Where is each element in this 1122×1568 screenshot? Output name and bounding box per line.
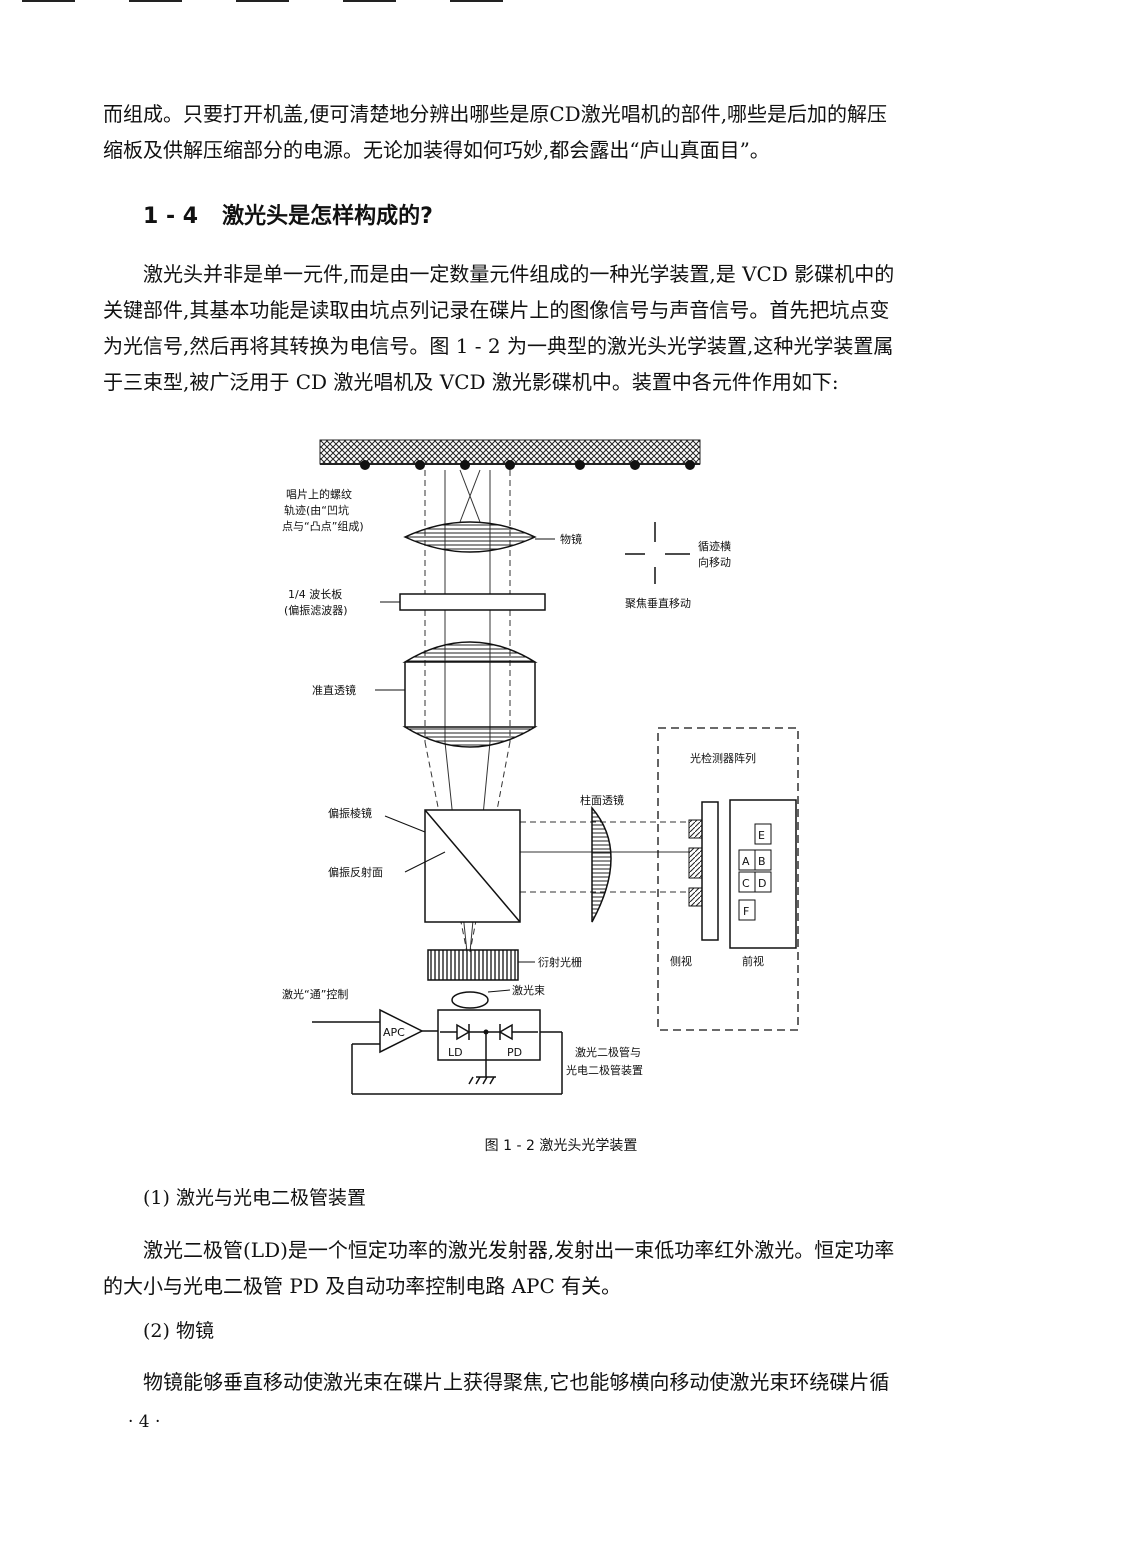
detector-array-box bbox=[657, 727, 799, 1031]
pd-label: PD bbox=[507, 1046, 522, 1059]
track-label-1: 唱片上的螺纹 bbox=[286, 487, 352, 501]
item2-body: 物镜能够垂直移动使激光束在碟片上获得聚焦,它也能够横向移动使激光束环绕碟片循 bbox=[103, 1364, 973, 1400]
diffraction-grating bbox=[427, 949, 519, 981]
pbs-face-label: 偏振反射面 bbox=[328, 865, 383, 879]
paragraph-line: 而组成。只要打开机盖,便可清楚地分辨出哪些是原CD激光唱机的部件,哪些是后加的解… bbox=[103, 102, 888, 126]
track-label-2: 轨迹(由“凹坑 bbox=[284, 503, 349, 517]
tracking-label-2: 向移动 bbox=[698, 555, 731, 569]
paragraph-top: 而组成。只要打开机盖,便可清楚地分辨出哪些是原CD激光唱机的部件,哪些是后加的解… bbox=[103, 96, 973, 168]
section-heading: 1 - 4 激光头是怎样构成的? bbox=[143, 198, 433, 230]
paragraph-line: 缩板及供解压缩部分的电源。无论加装得如何巧妙,都会露出“庐山真面目”。 bbox=[103, 138, 770, 162]
junction-dot bbox=[483, 1029, 489, 1035]
ld-label: LD bbox=[448, 1046, 463, 1059]
tracking-label-1: 循迹横 bbox=[698, 539, 731, 553]
paragraph-line: 的大小与光电二极管 PD 及自动功率控制电路 APC 有关。 bbox=[103, 1274, 622, 1298]
paragraph-line: 激光二极管(LD)是一个恒定功率的激光发射器,发射出一束低功率红外激光。恒定功率 bbox=[143, 1238, 895, 1262]
top-rule-4 bbox=[343, 0, 396, 2]
apc-circuit bbox=[312, 1008, 563, 1095]
top-rule-1 bbox=[22, 0, 75, 2]
diode-label-2: 光电二极管装置 bbox=[566, 1063, 643, 1077]
section-title: 激光头是怎样构成的? bbox=[222, 204, 433, 229]
top-rule-5 bbox=[450, 0, 503, 2]
cell-a: A bbox=[742, 855, 750, 868]
paragraph-line: 激光头并非是单一元件,而是由一定数量元件组成的一种光学装置,是 VCD 影碟机中… bbox=[143, 262, 895, 286]
collimator-label: 准直透镜 bbox=[312, 683, 356, 697]
top-rule-3 bbox=[236, 0, 289, 2]
apc-label: APC bbox=[383, 1026, 405, 1039]
top-rule-2 bbox=[129, 0, 182, 2]
side-view-label: 侧视 bbox=[670, 954, 692, 968]
cell-f: F bbox=[743, 905, 749, 918]
cell-e: E bbox=[758, 829, 765, 842]
laser-control-label: 激光“通”控制 bbox=[282, 987, 348, 1001]
disc-track bbox=[319, 439, 701, 470]
detector-array-label: 光检测器阵列 bbox=[690, 751, 756, 765]
quarter-wave-label-1: 1/4 波长板 bbox=[288, 587, 342, 601]
beam-label: 激光束 bbox=[512, 983, 545, 997]
track-label-3: 点与“凸点”组成) bbox=[282, 519, 364, 533]
collimator-lens bbox=[402, 641, 538, 748]
section-number: 1 - 4 bbox=[143, 204, 199, 229]
quarter-wave-plate bbox=[399, 593, 546, 611]
figure-caption: 图 1 - 2 激光头光学装置 bbox=[484, 1138, 638, 1154]
polarizing-prism bbox=[424, 809, 521, 923]
cell-c: C bbox=[742, 877, 750, 890]
paragraph-line: 物镜能够垂直移动使激光束在碟片上获得聚焦,它也能够横向移动使激光束环绕碟片循 bbox=[143, 1370, 890, 1394]
cell-b: B bbox=[758, 855, 766, 868]
paragraph-intro: 激光头并非是单一元件,而是由一定数量元件组成的一种光学装置,是 VCD 影碟机中… bbox=[103, 256, 973, 400]
objective-lens bbox=[403, 521, 537, 553]
cell-d: D bbox=[758, 877, 766, 890]
detector-side-view bbox=[688, 801, 719, 941]
detector-front-view bbox=[729, 799, 797, 949]
beam-lens bbox=[451, 991, 489, 1009]
cyl-lens-label: 柱面透镜 bbox=[580, 793, 624, 807]
tracking-cross bbox=[625, 522, 690, 584]
page-number: · 4 · bbox=[128, 1412, 161, 1432]
cylindrical-lens bbox=[591, 805, 612, 923]
grating-label: 衍射光栅 bbox=[538, 955, 582, 969]
laser-head-diagram: 物镜 1/4 波长板 (偏振滤波器) 准直透镜 唱片上的螺纹 轨迹(由“凹坑 点… bbox=[270, 432, 830, 1132]
pbs-label: 偏振棱镜 bbox=[328, 806, 372, 820]
objective-label: 物镜 bbox=[560, 532, 582, 546]
paragraph-line: 于三束型,被广泛用于 CD 激光唱机及 VCD 激光影碟机中。装置中各元件作用如… bbox=[103, 370, 839, 394]
quarter-wave-label-2: (偏振滤波器) bbox=[284, 603, 348, 617]
item1-heading: (1) 激光与光电二极管装置 bbox=[143, 1187, 366, 1209]
front-view-label: 前视 bbox=[742, 954, 764, 968]
item1-body: 激光二极管(LD)是一个恒定功率的激光发射器,发射出一束低功率红外激光。恒定功率… bbox=[103, 1232, 973, 1304]
paragraph-line: 为光信号,然后再将其转换为电信号。图 1 - 2 为一典型的激光头光学装置,这种… bbox=[103, 334, 894, 358]
item2-heading: (2) 物镜 bbox=[143, 1320, 214, 1342]
diode-label-1: 激光二极管与 bbox=[575, 1045, 641, 1059]
focus-label: 聚焦垂直移动 bbox=[625, 596, 691, 610]
paragraph-line: 关键部件,其基本功能是读取由坑点列记录在碟片上的图像信号与声音信号。首先把坑点变 bbox=[103, 298, 890, 322]
